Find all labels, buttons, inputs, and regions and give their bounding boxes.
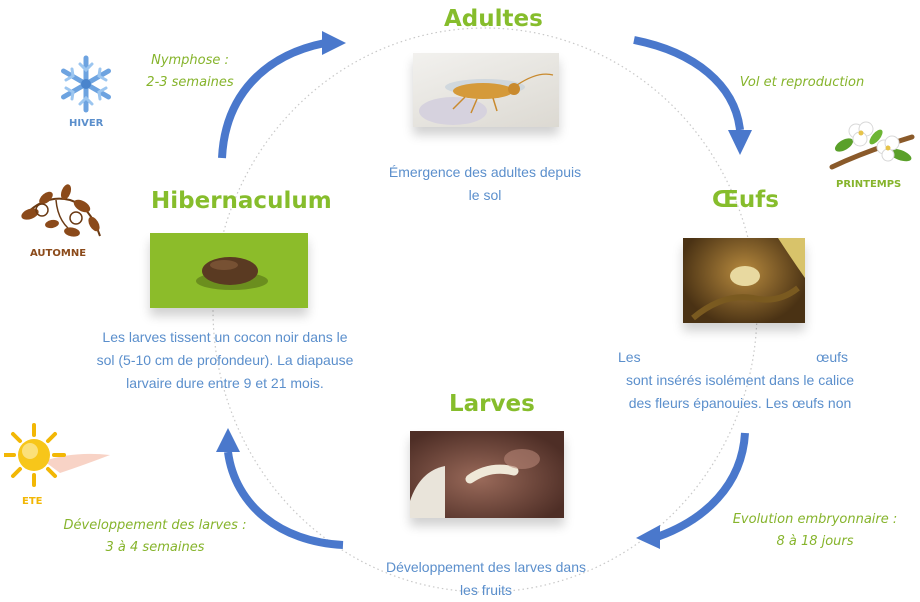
arrowhead-developpement bbox=[216, 428, 240, 452]
season-automne-label: AUTOMNE bbox=[30, 248, 87, 259]
sun-icon bbox=[4, 423, 110, 487]
autumn-leaves-icon bbox=[21, 184, 101, 237]
oeufs-photo bbox=[683, 238, 805, 323]
cocoon-icon bbox=[196, 257, 268, 290]
larves-photo bbox=[410, 431, 564, 518]
season-printemps-label: PRINTEMPS bbox=[836, 179, 902, 190]
arrowhead-vol bbox=[728, 130, 752, 155]
note-evolution: Evolution embryonnaire : 8 à 18 jours bbox=[732, 512, 898, 549]
adultes-desc: Émergence des adultes depuis le sol bbox=[388, 164, 582, 203]
season-hiver-label: HIVER bbox=[69, 118, 104, 129]
larves-title: Larves bbox=[449, 391, 535, 417]
arrow-developpement bbox=[224, 451, 344, 549]
arrow-nymphose bbox=[218, 39, 326, 159]
egg-icon bbox=[691, 238, 805, 321]
blossom-branch-icon bbox=[829, 121, 915, 170]
oeufs-title: Œufs bbox=[712, 187, 779, 213]
hibernaculum-title: Hibernaculum bbox=[151, 188, 332, 214]
note-developpement: Développement des larves : 3 à 4 semaine… bbox=[63, 518, 247, 555]
arrowhead-evolution bbox=[636, 525, 660, 549]
larva-icon bbox=[410, 449, 540, 518]
hibernaculum-photo bbox=[150, 233, 308, 308]
adult-insect-icon bbox=[419, 73, 554, 125]
arrow-vol bbox=[633, 36, 744, 131]
season-ete-label: ETE bbox=[22, 496, 43, 507]
oeufs-desc: Les œufs sont insérés isolément dans le … bbox=[618, 349, 854, 411]
snowflake-icon bbox=[61, 55, 111, 113]
note-vol: Vol et reproduction bbox=[739, 75, 865, 90]
arrowhead-nymphose bbox=[322, 31, 346, 55]
adultes-photo bbox=[413, 53, 559, 127]
adultes-title: Adultes bbox=[444, 6, 543, 32]
hibernaculum-desc: Les larves tissent un cocon noir dans le… bbox=[96, 329, 354, 391]
larves-desc: Développement des larves dans les fruits bbox=[385, 559, 586, 598]
arrow-evolution bbox=[655, 432, 749, 541]
note-nymphose: Nymphose : 2-3 semaines bbox=[146, 53, 234, 90]
